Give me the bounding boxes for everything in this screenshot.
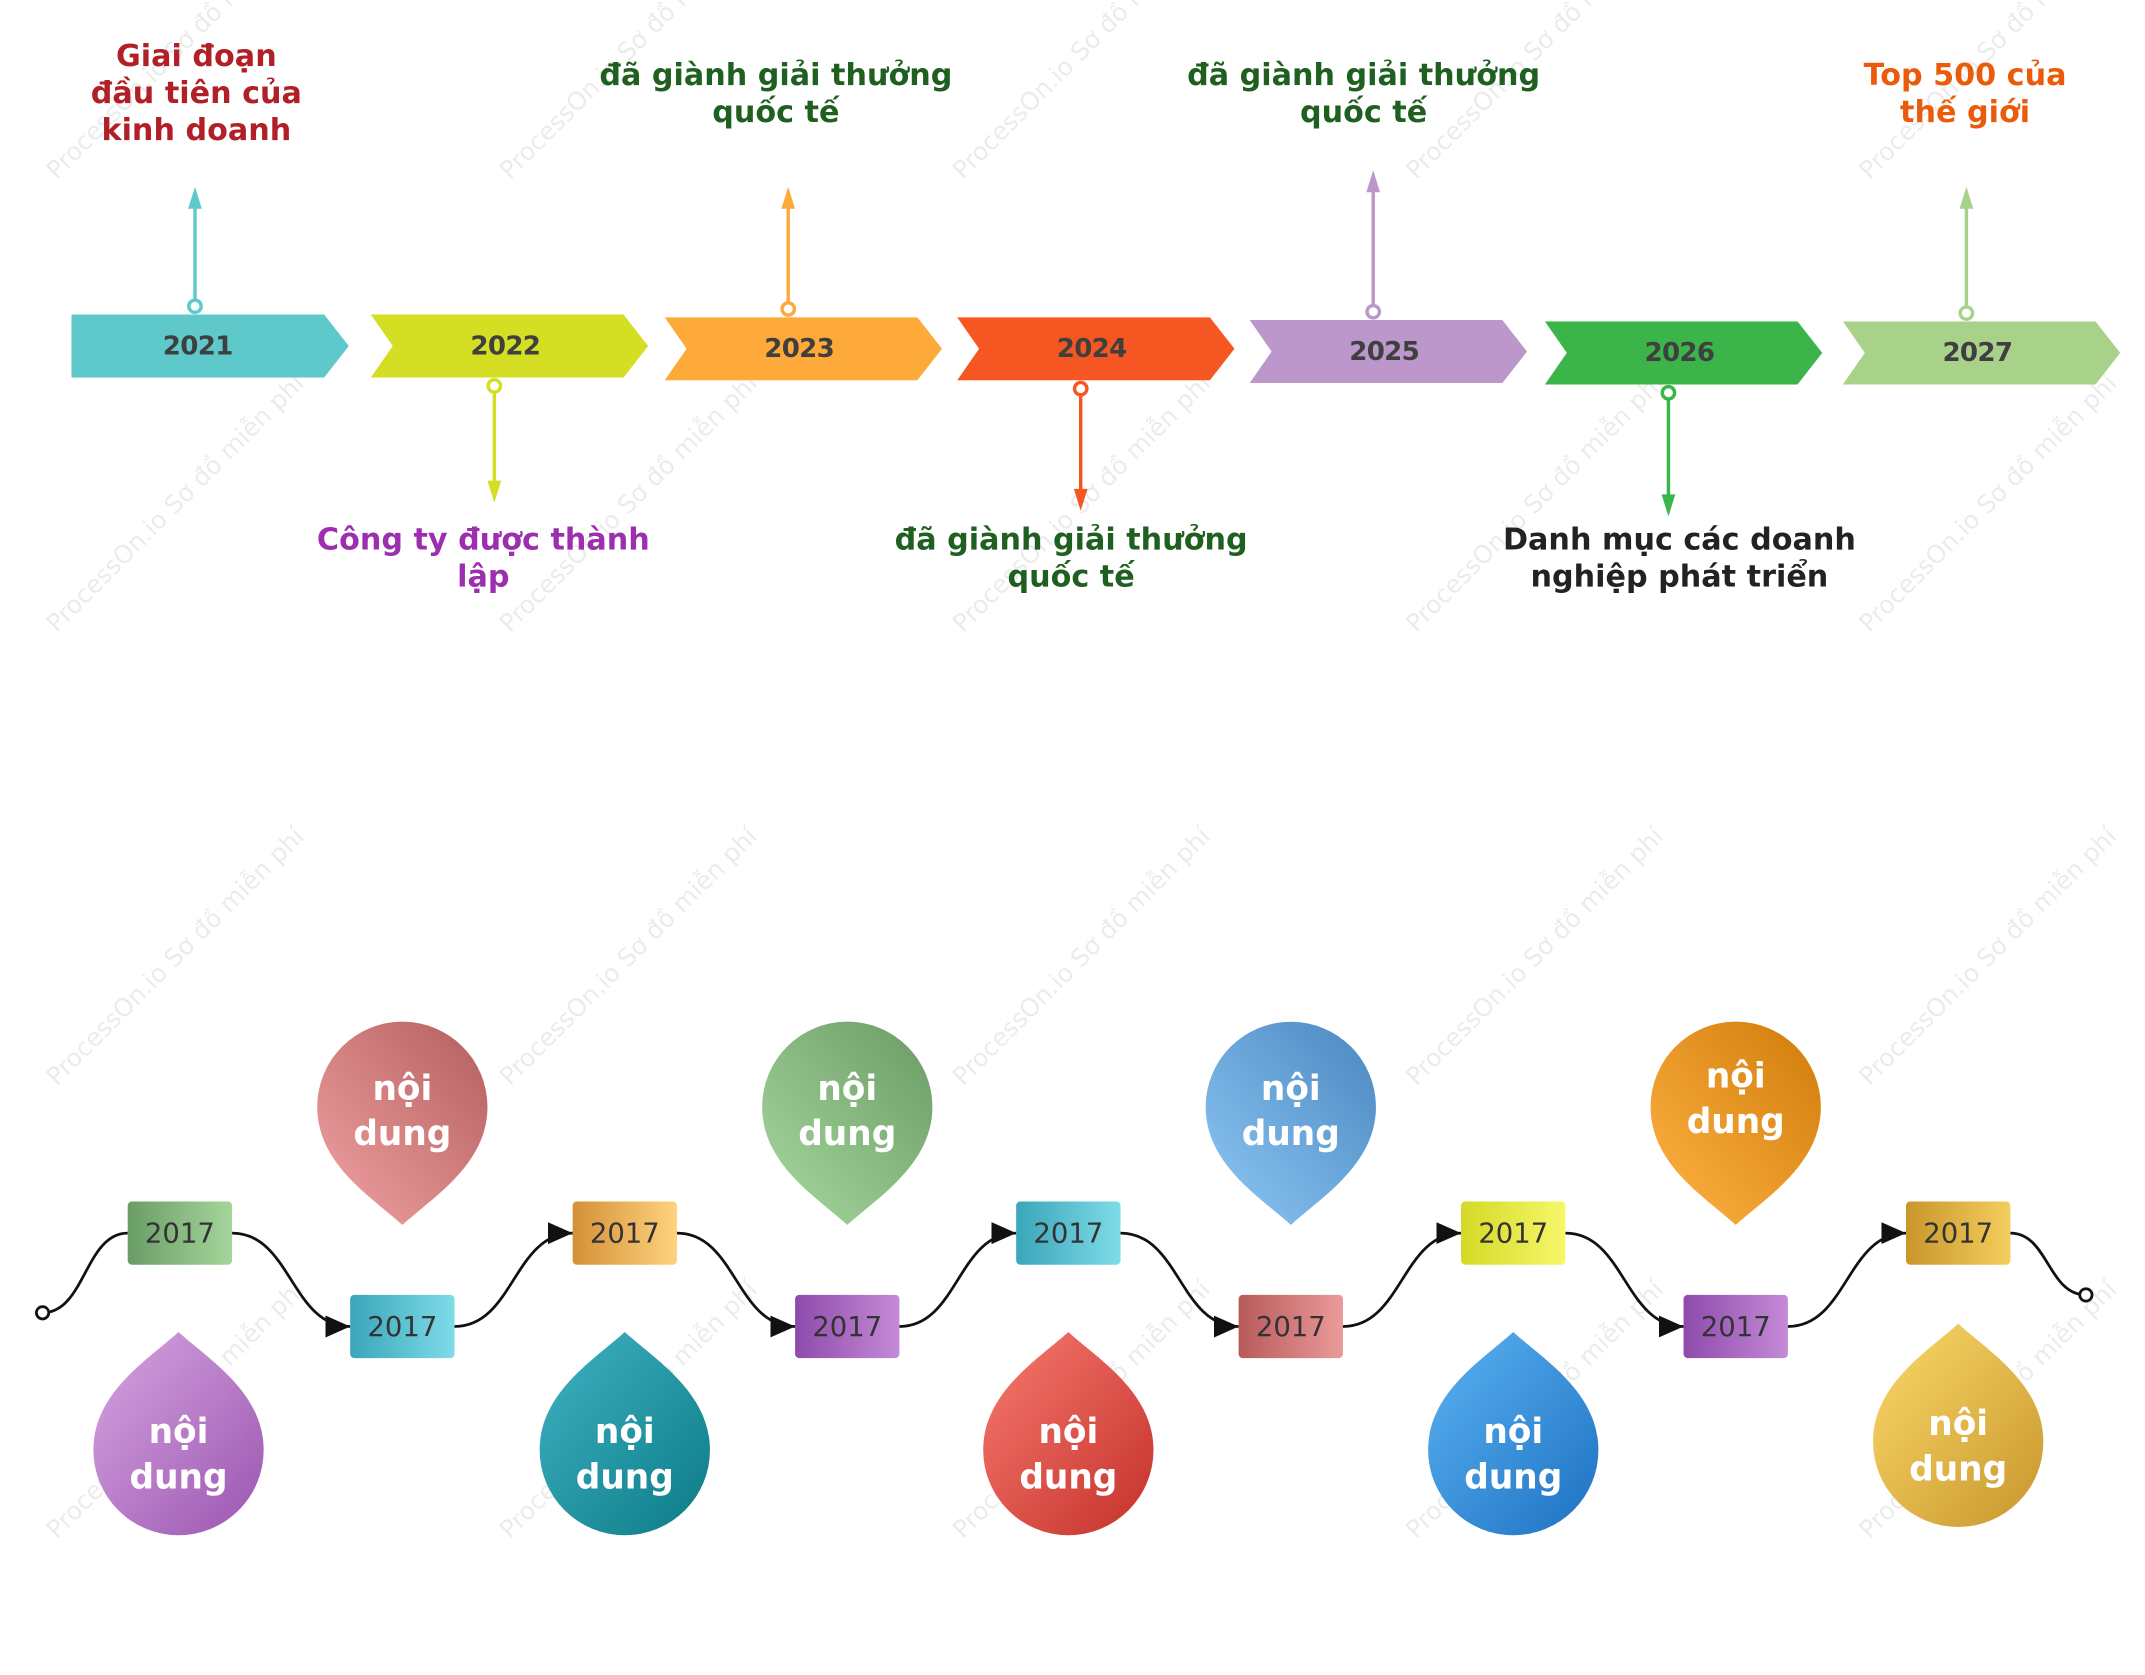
content-drop-label: nội dung [798, 1068, 897, 1154]
connector-2021 [187, 186, 203, 315]
milestone-label-2024: đã giành giải thưởng quốc tế [894, 523, 1248, 595]
content-drop-label: nội dung [1241, 1068, 1340, 1154]
year-tag: 2017 [127, 1201, 233, 1265]
top-timeline-connectors [187, 170, 1975, 517]
content-drop [539, 1332, 710, 1536]
year-label: 2021 [162, 330, 234, 362]
year-label: 2024 [1056, 333, 1128, 364]
year-label: 2026 [1644, 337, 1715, 369]
year-arrow-shape [71, 314, 349, 378]
milestone-label-2027: Top 500 của thế giới [1863, 59, 2067, 131]
year-arrow-shape [957, 317, 1235, 381]
content-drop [1428, 1332, 1599, 1536]
milestone-label-2026: Danh mục các doanh nghiệp phát triển [1502, 523, 1856, 595]
content-drop [317, 1021, 488, 1225]
content-drop [983, 1332, 1154, 1536]
year-arrow-2024: 2024 [957, 317, 1235, 381]
year-label: 2023 [764, 333, 835, 364]
year-arrow-shape [664, 317, 943, 381]
connector-2026 [1660, 384, 1677, 517]
year-arrow-2025: 2025 [1249, 319, 1527, 384]
milestone-label-2021: Giai đoạn đầu tiên của kinh doanh [90, 39, 302, 149]
year-arrow-2023: 2023 [664, 317, 943, 381]
year-tag: 2017 [1238, 1294, 1343, 1359]
year-tag: 2017 [572, 1201, 677, 1265]
connector-2024 [1072, 380, 1089, 511]
milestone-label-2023: đã giành giải thưởng quốc tế [599, 59, 953, 131]
year-tag: 2017 [1461, 1201, 1566, 1265]
year-tag: 2017 [795, 1294, 900, 1359]
content-drop [762, 1021, 933, 1225]
year-label: 2022 [470, 330, 541, 362]
year-label: 2027 [1942, 337, 2013, 369]
year-arrow-2021: 2021 [71, 314, 349, 378]
content-drop-label: nội dung [129, 1411, 228, 1497]
year-tag: 2017 [1016, 1201, 1121, 1265]
year-arrow-shape [1249, 319, 1527, 384]
year-arrow-2027: 2027 [1842, 321, 2121, 385]
connector-2025 [1365, 170, 1382, 320]
content-drop-label: nội dung [1909, 1403, 2008, 1489]
year-tag: 2017 [1906, 1201, 2011, 1265]
year-arrow-2026: 2026 [1544, 321, 1823, 385]
year-tag: 2017 [350, 1294, 455, 1359]
content-drop-label: nội dung [1019, 1411, 1118, 1497]
content-drop-label: nội dung [1686, 1055, 1785, 1142]
year-arrow-shape [1842, 321, 2121, 385]
connector-2022 [486, 377, 503, 503]
content-drop [1650, 1021, 1821, 1225]
year-label: 2025 [1349, 336, 1420, 367]
content-drop-label: nội dung [575, 1411, 674, 1497]
milestone-label-2022: Công ty được thành lập [316, 523, 650, 595]
content-drop [1205, 1021, 1376, 1225]
connector-2027 [1958, 186, 1975, 321]
connector-2023 [780, 186, 797, 317]
milestone-label-2025: đã giành giải thưởng quốc tế [1187, 59, 1541, 131]
year-arrow-shape [1544, 321, 1823, 385]
wave-path [35, 1222, 2094, 1338]
year-arrow-2022: 2022 [370, 314, 649, 378]
content-drop [1873, 1323, 2044, 1527]
content-drop-label: nội dung [353, 1068, 452, 1154]
year-arrow-shape [370, 314, 649, 378]
content-drop-label: nội dung [1464, 1411, 1563, 1497]
content-drop [93, 1332, 264, 1536]
year-tag: 2017 [1683, 1294, 1788, 1359]
